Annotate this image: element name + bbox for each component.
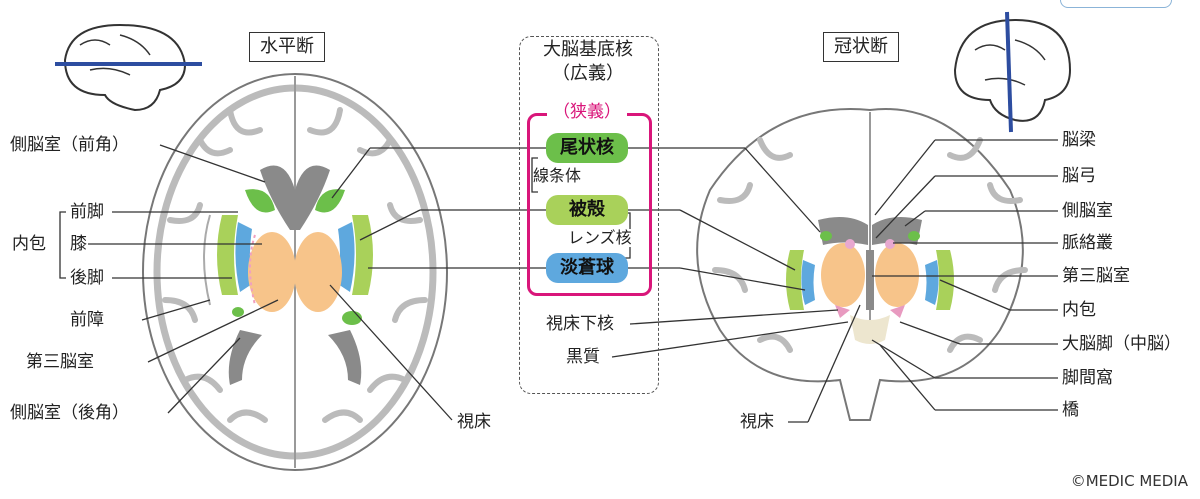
coronal-title: 冠状断 — [823, 32, 899, 62]
axial-thalamus-left — [248, 232, 296, 312]
coronal-brain — [696, 108, 1028, 421]
coronal-mini-brain — [953, 11, 1072, 133]
coronal-choroid-left — [845, 239, 855, 249]
axial-thalamus-right — [294, 232, 342, 312]
anterior-limb-label: 前脚 — [70, 202, 104, 222]
caudate-pill: 尾状核 — [546, 133, 628, 163]
interpeduncular-fossa-label: 脚間窩 — [1062, 368, 1113, 388]
axial-pallidus-right — [338, 222, 355, 292]
axial-ventricle-posterior — [228, 330, 362, 385]
leader-lines — [59, 139, 1058, 423]
coronal-thalamus-right — [875, 243, 919, 307]
thalamus-label-left: 視床 — [457, 412, 491, 432]
coronal-caudate-left — [820, 231, 832, 241]
coronal-putamen-left — [786, 250, 804, 310]
coronal-caudate-right — [908, 231, 920, 241]
substantia-nigra-label: 黒質 — [566, 347, 600, 367]
coronal-ventricles — [818, 216, 922, 245]
coronal-pallidus-right — [925, 260, 939, 305]
axial-caudate-left — [245, 189, 275, 213]
pallidus-pill: 淡蒼球 — [546, 253, 628, 283]
coronal-choroid-right — [885, 239, 895, 249]
coronal-gyri — [712, 137, 1028, 353]
axial-putamen-left — [217, 215, 238, 295]
copyright-credit: ©MEDIC MEDIA — [1070, 472, 1188, 490]
axial-caudate-tail-left — [232, 307, 244, 317]
coronal-peduncle — [850, 315, 890, 344]
pons-label: 橋 — [1062, 400, 1079, 420]
axial-pallidus-left — [235, 222, 252, 292]
lentiform-label: レンズ核 — [568, 228, 632, 247]
axial-brain — [142, 73, 448, 471]
basal-ganglia-title-line1: 大脳基底核 — [543, 39, 633, 60]
subthalamic-label: 視床下核 — [546, 314, 614, 334]
basal-ganglia-title: 大脳基底核 （広義） — [519, 36, 657, 86]
claustrum-label: 前障 — [70, 310, 104, 330]
coronal-putamen-right — [936, 250, 954, 310]
axial-gyri — [162, 107, 428, 423]
axial-title: 水平断 — [249, 32, 325, 62]
fornix-label: 脳弓 — [1062, 166, 1096, 186]
putamen-pill: 被殻 — [546, 195, 628, 225]
third-ventricle-label-left: 第三脳室 — [26, 352, 94, 372]
basal-ganglia-panel — [519, 36, 659, 394]
coronal-pallidus-left — [801, 260, 815, 305]
internal-capsule-label-left: 内包 — [12, 234, 46, 254]
axial-claustrum — [203, 214, 211, 306]
axial-putamen-right — [352, 215, 373, 295]
posterior-limb-label: 後脚 — [70, 268, 104, 288]
lateral-ventricle-anterior-label: 側脳室（前角） — [10, 135, 129, 155]
lateral-ventricle-posterior-label: 側脳室（後角） — [10, 403, 129, 423]
genu-label: 膝 — [70, 234, 87, 254]
coronal-plane-line — [1005, 11, 1013, 133]
basal-ganglia-title-line2: （広義） — [552, 63, 624, 84]
third-ventricle-label-right: 第三脳室 — [1062, 266, 1130, 286]
axial-ventricle-anterior — [260, 165, 330, 230]
cerebral-peduncle-label: 大脳脚（中脳） — [1062, 334, 1181, 354]
axial-caudate-right — [315, 189, 345, 213]
choroid-plexus-label: 脈絡叢 — [1062, 233, 1113, 253]
lateral-ventricle-label: 側脳室 — [1062, 201, 1113, 221]
striatum-label: 線条体 — [533, 166, 582, 185]
internal-capsule-label-right: 内包 — [1062, 300, 1096, 320]
axial-mini-brain — [55, 23, 202, 112]
coronal-third-ventricle — [866, 250, 874, 310]
narrow-sense-label: （狭義） — [547, 101, 627, 123]
thalamus-label-right: 視床 — [740, 412, 774, 432]
coronal-thalamus-left — [821, 243, 865, 307]
corpus-callosum-label: 脳梁 — [1062, 130, 1096, 150]
